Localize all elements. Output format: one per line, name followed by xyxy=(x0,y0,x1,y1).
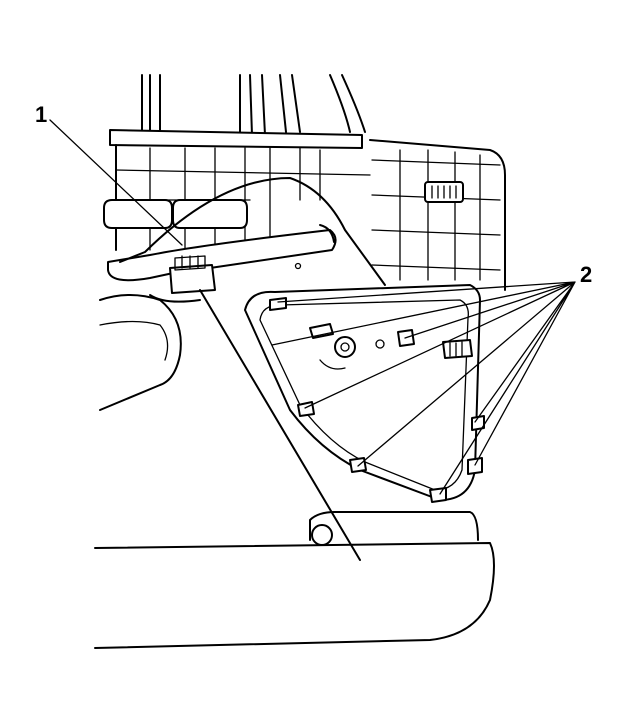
retaining-clips-2 xyxy=(269,297,485,503)
clip xyxy=(349,457,367,473)
leader-lines-2 xyxy=(271,281,576,495)
clip xyxy=(467,457,483,475)
leader-lines xyxy=(49,119,576,495)
clip xyxy=(471,415,485,431)
rear-grille-panel xyxy=(103,74,506,291)
callout-2: 2 xyxy=(580,262,592,287)
trim-panel-component-1 xyxy=(107,177,386,303)
clip xyxy=(297,401,315,417)
lower-trim-body xyxy=(94,294,495,649)
callout-1: 1 xyxy=(35,102,47,127)
clip xyxy=(429,487,447,503)
clip xyxy=(269,297,287,311)
leader-line-1 xyxy=(49,119,183,246)
